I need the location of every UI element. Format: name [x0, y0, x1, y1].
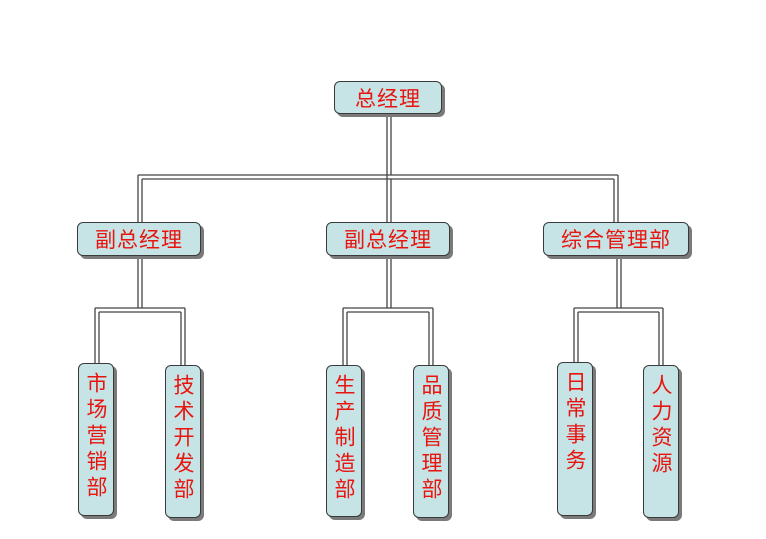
node-dept-2-child-2: 品质管理部 — [413, 365, 449, 518]
connector-dept-1-child-2 — [180, 308, 186, 365]
node-dept-3-child-2: 人力资源 — [643, 365, 679, 518]
connector-root-trunk — [386, 114, 392, 175]
connector-dept-1-child-1 — [94, 308, 100, 363]
node-dept-3-child-1-label: 日常事务 — [563, 371, 587, 475]
node-dept-1-child-1-label: 市场营销部 — [84, 372, 108, 502]
node-dept-2-child-1: 生产制造部 — [326, 365, 362, 517]
node-dept-3: 综合管理部 — [543, 222, 689, 256]
node-dept-1-child-2: 技术开发部 — [165, 365, 201, 518]
connector-dept-3-bus — [574, 307, 663, 313]
node-dept-3-child-2-label: 人力资源 — [649, 374, 673, 478]
node-dept-2-label: 副总经理 — [344, 228, 432, 252]
node-dept-3-child-1: 日常事务 — [557, 362, 593, 516]
node-root-label: 总经理 — [355, 86, 421, 111]
connector-dept-3-trunk — [616, 256, 622, 308]
connector-dept-3-child-2 — [658, 308, 664, 365]
node-dept-3-label: 综合管理部 — [561, 228, 671, 252]
node-dept-1-child-2-label: 技术开发部 — [171, 374, 195, 504]
node-dept-1-label: 副总经理 — [95, 228, 183, 252]
connector-level1-bus — [138, 174, 618, 180]
node-dept-2-child-2-label: 品质管理部 — [419, 374, 443, 504]
connector-dept-1-drop — [137, 175, 143, 222]
node-dept-1: 副总经理 — [77, 222, 201, 256]
connector-dept-1-trunk — [137, 256, 143, 308]
connector-dept-2-bus — [343, 307, 433, 313]
node-root: 总经理 — [334, 81, 442, 114]
node-dept-1-child-1: 市场营销部 — [78, 363, 114, 516]
node-dept-2-child-1-label: 生产制造部 — [332, 374, 356, 504]
node-dept-2: 副总经理 — [326, 222, 450, 256]
connector-dept-1-bus — [95, 307, 185, 313]
connector-dept-2-child-2 — [428, 308, 434, 365]
connector-dept-3-child-1 — [573, 308, 579, 362]
connector-dept-3-drop — [613, 175, 619, 222]
connector-dept-2-child-1 — [342, 308, 348, 365]
connector-dept-2-drop — [386, 175, 392, 222]
connector-dept-2-trunk — [386, 256, 392, 308]
